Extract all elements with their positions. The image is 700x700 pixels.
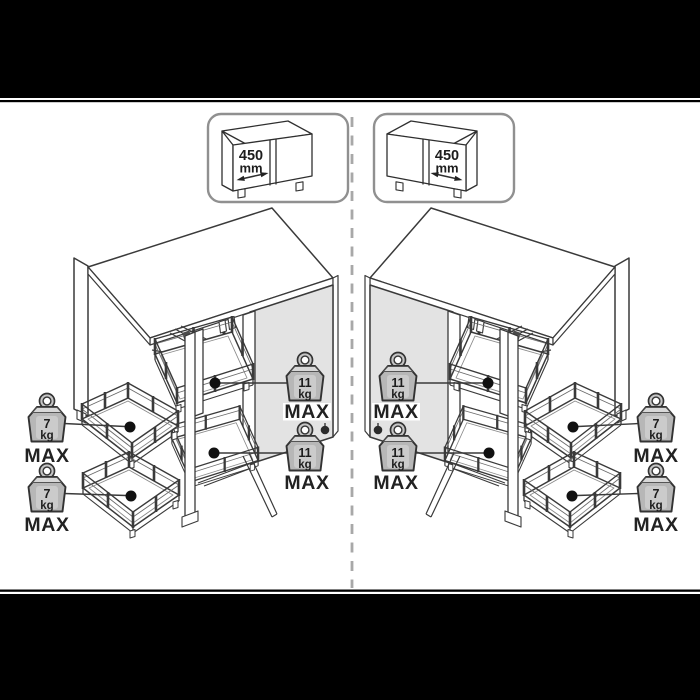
max-label: MAX (373, 472, 418, 494)
letterbox-bottom (0, 594, 700, 700)
weight-unit-label: kg (40, 430, 53, 442)
dimension-value-label: 450 (435, 148, 459, 164)
max-label: MAX (284, 472, 329, 494)
bottom-rule-line (0, 589, 700, 592)
weight-value-label: 11 (298, 446, 311, 460)
weight-unit-label: kg (40, 500, 53, 512)
weight-unit-label: kg (391, 459, 404, 471)
weight-value-label: 7 (653, 417, 660, 431)
weight-unit-label: kg (298, 459, 311, 471)
weight-unit-label: kg (391, 389, 404, 401)
weight-value-label: 7 (653, 487, 660, 501)
max-label: MAX (284, 401, 329, 423)
max-label: MAX (24, 445, 69, 467)
weight-value-label: 11 (391, 376, 404, 390)
top-rule-line (0, 100, 700, 103)
letterbox-top (0, 0, 700, 98)
weight-unit-label: kg (649, 500, 662, 512)
weight-unit-label: kg (649, 430, 662, 442)
max-label: MAX (633, 445, 678, 467)
left-figure-illustration: 7 kg MAX 7 kg MAX 11 kg MAX 11 kg MAX (24, 208, 338, 538)
left-dimension-callout: 450 mm (206, 112, 350, 204)
weight-value-label: 7 (44, 487, 51, 501)
weight-value-label: 7 (44, 417, 51, 431)
weight-unit-label: kg (298, 389, 311, 401)
max-label: MAX (373, 401, 418, 423)
weight-value-label: 11 (298, 376, 311, 390)
right-dimension-callout: 450 mm (372, 112, 516, 204)
max-label: MAX (24, 514, 69, 536)
weight-value-label: 11 (391, 446, 404, 460)
right-figure-illustration: 11 kg MAX 11 kg MAX 7 kg MAX 7 kg MAX (365, 208, 678, 538)
dimension-value-label: 450 (239, 148, 263, 164)
dimension-unit-label: mm (239, 161, 262, 176)
dimension-unit-label: mm (435, 161, 458, 176)
max-label: MAX (633, 514, 678, 536)
